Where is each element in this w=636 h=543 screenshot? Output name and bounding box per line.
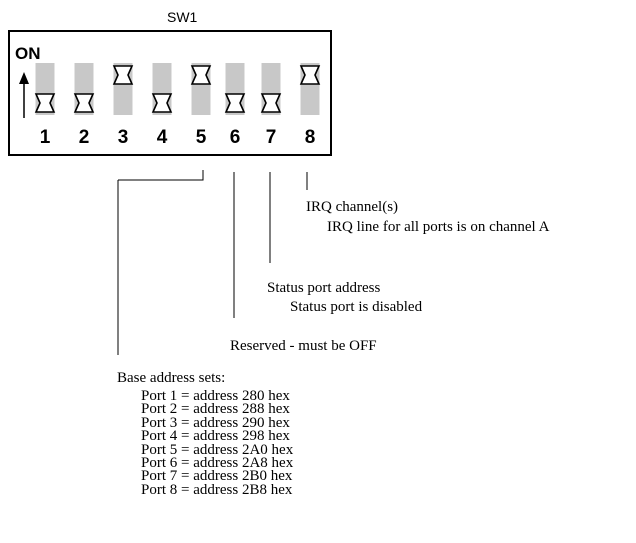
- switch-positions: [34, 63, 321, 115]
- status-title: Status port address: [267, 280, 381, 296]
- port-address-4: Port 4 = address 298 hex: [141, 428, 290, 445]
- base-address-bracket: [118, 170, 204, 181]
- switch-title: SW1: [167, 9, 198, 25]
- port-address-1: Port 1 = address 280 hex: [141, 388, 290, 404]
- port-address-3: Port 3 = address 290 hex: [141, 414, 290, 431]
- switch-actuator-6: [224, 93, 246, 113]
- switch-actuator-7: [260, 93, 282, 113]
- irq-detail: IRQ line for all ports is on channel A: [327, 219, 550, 235]
- switch-number-1: 1: [39, 127, 51, 148]
- switch-actuator-8: [299, 65, 321, 85]
- switch-number-2: 2: [78, 127, 90, 148]
- base-address-title: Base address sets:: [117, 370, 226, 386]
- port-address-8: Port 8 = address 2B8 hex: [141, 481, 293, 498]
- on-label: ON: [15, 44, 41, 63]
- irq-title: IRQ channel(s): [306, 199, 399, 215]
- switch-actuator-3: [112, 65, 134, 85]
- switch-number-7: 7: [265, 127, 277, 148]
- reserved-label: Reserved - must be OFF: [230, 338, 377, 354]
- status-detail: Status port is disabled: [290, 299, 423, 315]
- switch-actuator-1: [34, 93, 56, 113]
- switch-actuator-4: [151, 93, 173, 113]
- switch-number-5: 5: [195, 127, 207, 148]
- port-address-7: Port 7 = address 2B0 hex: [141, 468, 293, 485]
- port-address-2: Port 2 = address 288 hex: [141, 401, 290, 418]
- switch-number-6: 6: [229, 127, 241, 148]
- on-arrow-head: [19, 72, 29, 84]
- switch-actuator-5: [190, 65, 212, 85]
- switch-actuator-2: [73, 93, 95, 113]
- switch-number-3: 3: [117, 127, 129, 148]
- port-address-5: Port 5 = address 2A0 hex: [141, 441, 294, 458]
- port-address-6: Port 6 = address 2A8 hex: [141, 455, 294, 471]
- switch-number-8: 8: [304, 127, 316, 148]
- switch-number-4: 4: [156, 127, 168, 148]
